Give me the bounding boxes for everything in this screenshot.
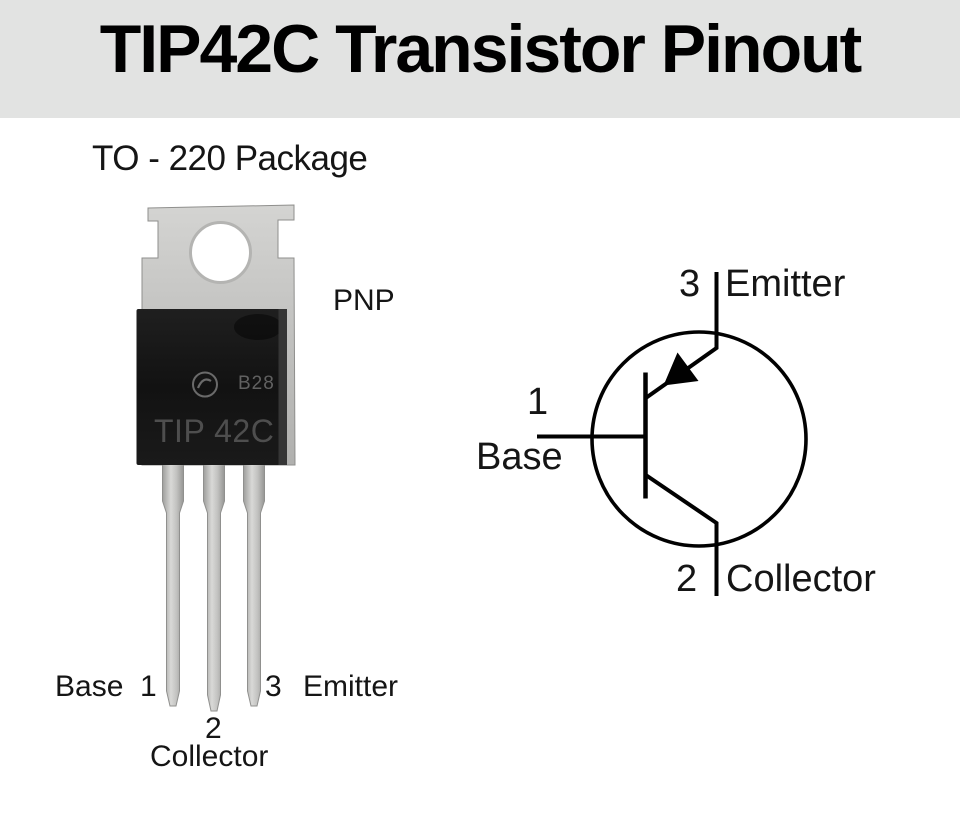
body-right-bevel: [278, 309, 287, 465]
symbol-pin3-name: Emitter: [725, 263, 846, 305]
symbol-pin1-number: 1: [527, 381, 549, 423]
polarity-label: PNP: [333, 284, 395, 317]
emitter-arrow-icon: [663, 352, 699, 386]
mounting-hole: [189, 221, 252, 284]
package-pin2-name: Collector: [150, 740, 269, 773]
package-pin3-number: 3: [265, 670, 282, 703]
symbol-circle: [590, 330, 808, 548]
package-body: [136, 309, 287, 465]
st-logo-icon: [192, 371, 218, 398]
leg-collector: [203, 457, 225, 712]
body-marking-code: B28: [238, 373, 275, 394]
package-pin1-number: 1: [140, 670, 157, 703]
st-logo-mark: [196, 378, 212, 389]
header-banner: TIP42C Transistor Pinout: [0, 0, 960, 118]
package-caption: TO - 220 Package: [92, 139, 368, 178]
package-pin3-name: Emitter: [303, 670, 399, 703]
symbol-pin1-name: Base: [476, 436, 563, 478]
package-pin2-number: 2: [205, 712, 222, 745]
body-mold-mark: [234, 314, 282, 340]
page-title: TIP42C Transistor Pinout: [99, 11, 863, 87]
metal-tab-outline: [141, 204, 296, 466]
symbol-pin3-number: 3: [679, 263, 701, 305]
collector-lead: [645, 473, 719, 596]
to220-package: [136, 204, 296, 712]
symbol-pin2-number: 2: [676, 558, 698, 600]
leg-base: [162, 457, 184, 707]
body-marking-part: TIP 42C: [154, 413, 275, 449]
leg-emitter: [243, 457, 265, 707]
symbol-pin2-name: Collector: [726, 558, 876, 600]
pnp-symbol: [537, 272, 808, 596]
package-pin1-name: Base: [55, 670, 124, 703]
